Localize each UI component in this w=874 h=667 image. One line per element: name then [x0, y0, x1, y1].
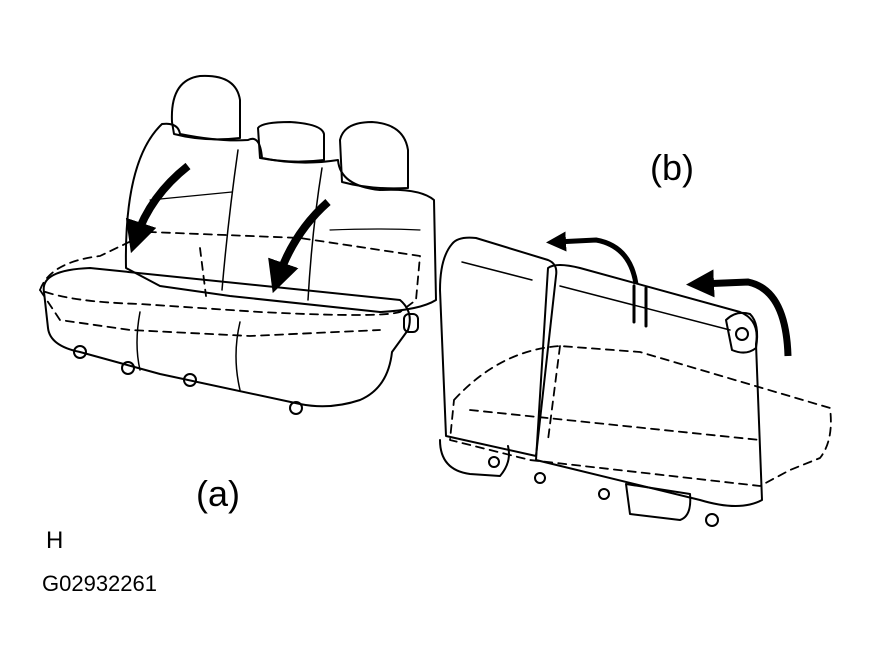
fold-arrow-upper — [546, 231, 639, 285]
headrest-center — [257, 121, 325, 163]
folded-back-left — [439, 236, 558, 457]
latch-4 — [289, 401, 303, 415]
seat-folded-illustration — [439, 236, 832, 527]
fold-arrow-left — [125, 162, 191, 254]
fold-arrow-right — [268, 199, 331, 294]
fold-arrow-side — [686, 269, 792, 357]
latch-1 — [73, 345, 87, 359]
figure-code: G02932261 — [42, 571, 157, 596]
view-letter: H — [46, 527, 63, 554]
seat-upright-illustration — [39, 74, 437, 415]
label-b: (b) — [650, 147, 694, 188]
latch-3 — [183, 373, 197, 387]
headrest-right — [339, 121, 409, 190]
seat-back — [124, 122, 437, 313]
seat-cushion — [42, 267, 411, 408]
headrest-left — [170, 74, 241, 141]
label-a: (a) — [196, 473, 240, 514]
folded-back-right — [535, 264, 763, 507]
latch-2 — [121, 361, 135, 375]
